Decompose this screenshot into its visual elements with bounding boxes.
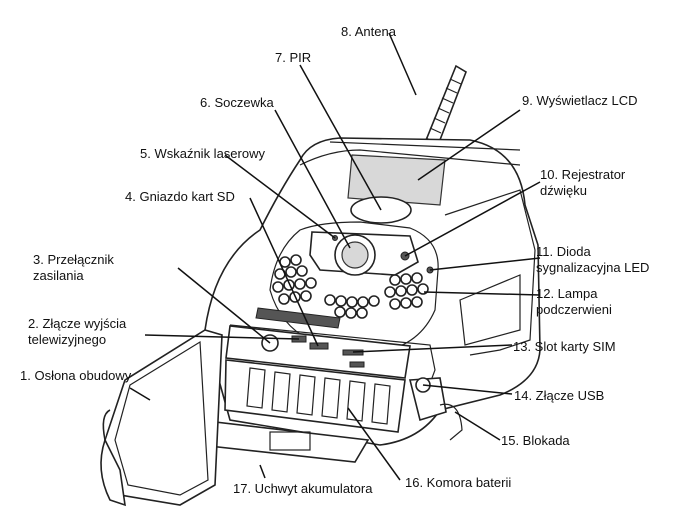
battery-compartment xyxy=(224,359,406,433)
sim-card-slot xyxy=(342,349,364,356)
label-sound-recorder-line2: dźwięku xyxy=(540,183,587,198)
leader-lines xyxy=(129,32,541,481)
brand-strip xyxy=(255,307,341,329)
label-lens: 6. Soczewka xyxy=(200,95,274,110)
label-sd-slot: 4. Gniazdo kart SD xyxy=(125,189,235,204)
label-housing-cover: 1. Osłona obudowy xyxy=(20,368,132,383)
lcd-display xyxy=(347,154,446,206)
housing-cover xyxy=(100,329,223,507)
label-laser-pointer: 5. Wskaźnik laserowy xyxy=(140,146,265,161)
label-power-switch-line2: zasilania xyxy=(33,268,84,283)
label-antenna: 8. Antena xyxy=(341,24,396,39)
label-tv-out-line1: 2. Złącze wyjścia xyxy=(28,316,127,331)
label-indicator-led: 11. Dioda sygnalizacyjna LED xyxy=(536,244,649,276)
sd-card-slot xyxy=(309,342,329,350)
label-indicator-led-line1: 11. Dioda xyxy=(536,244,591,259)
label-usb-port: 14. Złącze USB xyxy=(514,388,605,403)
label-sim-slot: 13. Slot karty SIM xyxy=(513,339,616,354)
label-sound-recorder: 10. Rejestrator dźwięku xyxy=(540,167,625,199)
label-ir-lamp-line2: podczerwieni xyxy=(536,302,612,317)
label-lock: 15. Blokada xyxy=(501,433,570,448)
label-tv-out: 2. Złącze wyjścia telewizyjnego xyxy=(28,316,126,348)
label-power-switch: 3. Przełącznik zasilania xyxy=(33,252,114,284)
camera-body xyxy=(198,137,541,463)
label-power-switch-line1: 3. Przełącznik xyxy=(33,252,114,267)
label-ir-lamp-line1: 12. Lampa xyxy=(536,286,598,301)
label-pir: 7. PIR xyxy=(275,50,312,65)
label-ir-lamp: 12. Lampa podczerwieni xyxy=(536,286,612,318)
label-sound-recorder-line1: 10. Rejestrator xyxy=(540,167,626,182)
ir-led-array xyxy=(272,254,429,319)
label-indicator-led-line2: sygnalizacyjna LED xyxy=(536,260,650,275)
label-battery-compartment: 16. Komora baterii xyxy=(405,475,512,490)
label-battery-holder: 17. Uchwyt akumulatora xyxy=(233,481,373,496)
label-lcd-display: 9. Wyświetlacz LCD xyxy=(522,93,638,108)
label-tv-out-line2: telewizyjnego xyxy=(28,332,107,347)
